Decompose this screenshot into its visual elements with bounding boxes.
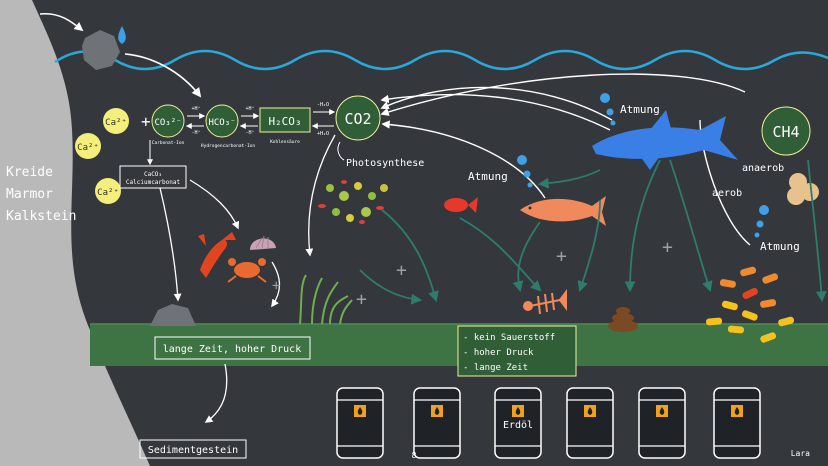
author-label: Lara	[791, 449, 810, 458]
water-plus-label: +H₂O	[317, 131, 329, 137]
oil-barrel-icon	[413, 387, 461, 459]
arrow-shark-to-co2-1	[380, 93, 611, 131]
arrow-shark-to-co2-2	[380, 86, 613, 121]
arrow-caco3-to-rock	[159, 187, 182, 302]
carbonate-ion-label: CO₃²⁻	[154, 118, 181, 128]
photosynthese-tick	[337, 141, 345, 161]
fish-skeleton-icon	[523, 289, 567, 315]
word-kreide: Kreide	[6, 165, 53, 180]
photosynthese-label: Photosynthese	[346, 158, 424, 169]
atmung-right-label: Atmung	[760, 240, 800, 253]
hydrogencarbonate-ion-label: HCO₃⁻	[208, 118, 235, 128]
h-plus-bot-1: -H⁺	[191, 130, 200, 136]
condition-1: - kein Sauerstoff	[463, 333, 555, 343]
sediment-rock-label: Sedimentgestein	[148, 445, 238, 456]
sediment-rock-icon	[150, 304, 196, 326]
small-fish-icon	[444, 197, 478, 213]
atmung-shark-label: Atmung	[620, 103, 660, 116]
bubbles-fish	[517, 155, 533, 188]
co2-circle	[335, 95, 381, 141]
carbonic-acid-box	[259, 107, 311, 133]
sediment-rock-box	[139, 439, 247, 459]
erdoel-label: Erdöl	[503, 420, 533, 431]
seagrass-icon	[299, 274, 353, 325]
aerob-label: aerob	[712, 188, 742, 199]
arrow-to-sedimentgestein	[204, 363, 228, 423]
decomposition-arrows	[359, 159, 827, 305]
conditions-box	[457, 325, 577, 377]
ch4-circle	[761, 106, 811, 156]
calcium-ion-2-label: Ca²⁺	[77, 143, 99, 153]
calciumcarbonate-formula: CaCO₃	[144, 171, 162, 178]
calcium-ion-2	[75, 133, 101, 159]
h-plus-top-1: +H⁺	[191, 106, 200, 112]
arrow-animals-to-sediment	[271, 261, 281, 308]
oil-barrel-icon	[494, 387, 542, 459]
condition-2: - hoher Druck	[463, 348, 534, 358]
arrow-co2-to-seagrass	[305, 134, 336, 257]
ch4-label: CH4	[772, 123, 799, 141]
carbonate-ion	[151, 104, 185, 138]
organic-particles-icon	[706, 266, 795, 343]
arrow-caco3-to-shells	[189, 179, 240, 230]
plankton-cluster-icon	[318, 180, 388, 224]
hydrogencarbonate-ion	[205, 104, 239, 138]
calcium-ion-1-label: Ca²⁺	[105, 118, 127, 128]
calciumcarbonate-box	[119, 165, 187, 189]
oil-barrel-icon	[566, 387, 614, 459]
bubbles-shark	[600, 93, 616, 126]
rock-cliff	[0, 0, 150, 466]
hydrogencarbonate-ion-name: Hydrogencarbonat-Ion	[201, 143, 255, 149]
h-plus-top-2: +H⁺	[245, 106, 254, 112]
crab-icon	[227, 258, 267, 283]
condition-3: - lange Zeit	[463, 363, 528, 373]
arrow-fish-to-co2	[381, 120, 546, 199]
arrow-ch4-to-co2	[380, 73, 746, 116]
pressure-box	[154, 336, 311, 360]
pressure-label: lange Zeit, hoher Druck	[163, 344, 301, 355]
water-surface	[54, 49, 828, 71]
oil-barrels	[336, 387, 761, 459]
atmung-fish-label: Atmung	[468, 170, 508, 183]
bubbles-right	[754, 205, 769, 238]
h-plus-bot-2: -H⁺	[245, 130, 254, 136]
death-cross-5: +	[662, 237, 673, 258]
calciumcarbonate-name: Calciumcarbonat	[126, 179, 181, 186]
bacteria-blob-icon	[787, 173, 819, 205]
word-kalkstein: Kalkstein	[6, 209, 76, 224]
rock-icon	[82, 30, 120, 70]
death-cross-4: +	[556, 246, 567, 267]
shark-icon	[592, 110, 738, 170]
word-marmor: Marmor	[6, 187, 53, 202]
lobster-icon	[198, 232, 236, 278]
page-number: 8	[412, 451, 417, 460]
feces-icon	[608, 307, 638, 332]
carbonic-acid-name: Kohlensäure	[270, 139, 300, 145]
calcium-ion-3	[95, 178, 121, 204]
water-drop-icon	[118, 26, 126, 44]
co2-label: CO2	[344, 110, 371, 128]
oil-barrel-icon	[638, 387, 686, 459]
anaerob-label: anaerob	[742, 163, 784, 174]
weathering-arrow	[124, 53, 202, 98]
calcium-ion-3-label: Ca²⁺	[97, 188, 119, 198]
oil-barrel-icon	[713, 387, 761, 459]
carbonic-acid-label: H₂CO₃	[268, 115, 301, 128]
death-cross-2: +	[396, 260, 407, 281]
fish-icon	[520, 196, 606, 226]
shell-icon	[250, 235, 276, 250]
death-cross-1: +	[272, 278, 280, 294]
death-cross-3: +	[356, 289, 367, 310]
plus-sign: +	[141, 112, 151, 131]
carbonate-ion-name: Carbonat-Ion	[152, 140, 185, 146]
rain-arrow	[39, 13, 84, 32]
oil-barrel-icon	[336, 387, 384, 459]
calcium-ion-1	[103, 108, 129, 134]
water-minus-label: -H₂O	[317, 102, 329, 108]
